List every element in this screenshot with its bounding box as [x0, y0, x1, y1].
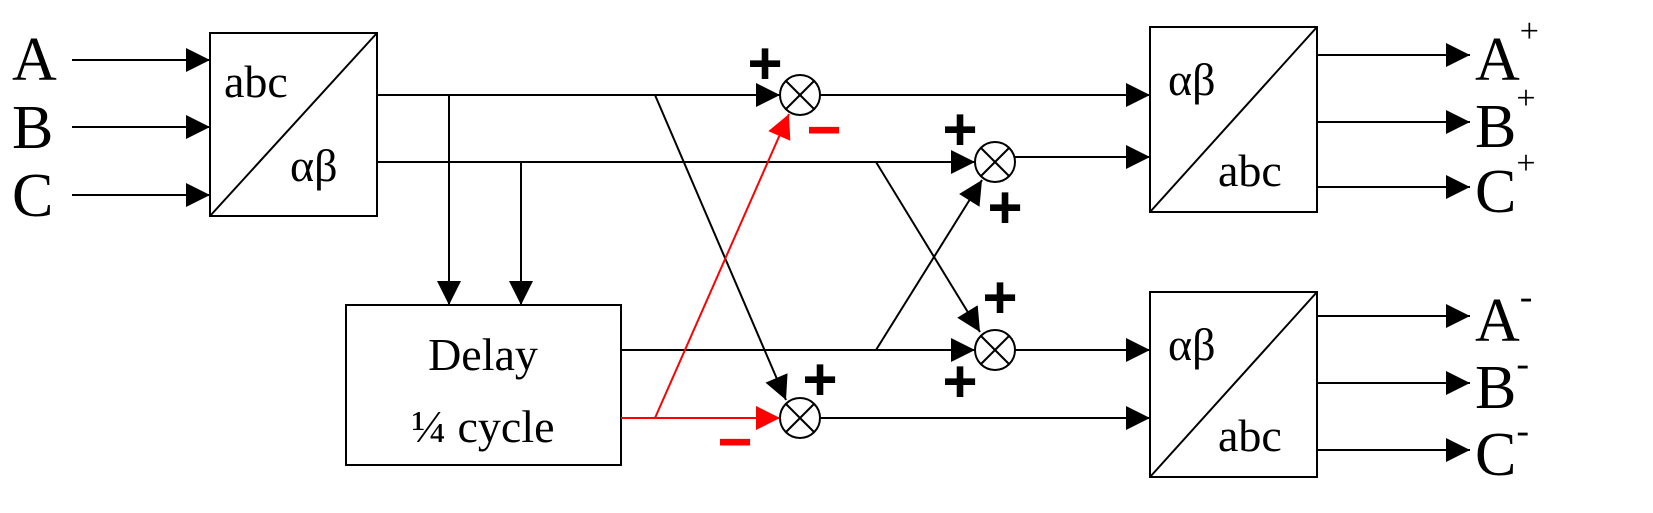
delay-period-label: ¼ cycle [411, 401, 554, 452]
sum3-plus-bottom-sign: + [942, 348, 977, 415]
output-label-b-pos-base: B [1475, 93, 1516, 161]
input-label-a: A [12, 26, 57, 94]
output-label-a-neg-sup: - [1520, 276, 1533, 318]
delay-block: Delay ¼ cycle [345, 304, 622, 466]
sum-junction-1 [779, 74, 821, 116]
transform-in-bottom-label: αβ [290, 140, 338, 191]
input-label-c: C [12, 162, 53, 230]
output-label-b-neg-base: B [1475, 354, 1516, 422]
input-label-b: B [12, 94, 53, 162]
output-label-c-neg-sup: - [1516, 410, 1529, 452]
output-label-b-pos-sup: + [1516, 80, 1535, 117]
transform-pos-bottom-label: abc [1218, 145, 1282, 196]
sum4-minus-sign: − [717, 408, 752, 475]
sum1-plus-sign: + [747, 30, 782, 97]
output-label-a-pos: A+ [1475, 13, 1539, 94]
alphabeta-to-abc-negative-block: αβ abc [1149, 291, 1318, 478]
output-label-b-neg: B- [1475, 343, 1529, 422]
delay-label: Delay [428, 329, 538, 380]
delayed-beta-cross-to-sum1-red [654, 113, 791, 419]
beta-cross-to-sum3 [875, 161, 981, 333]
output-label-b-pos: B+ [1475, 80, 1536, 161]
output-label-a-neg: A- [1475, 276, 1532, 355]
sum-junction-3 [974, 329, 1016, 371]
transform-pos-top-label: αβ [1168, 54, 1216, 105]
sum-junction-2 [974, 141, 1016, 183]
sum-junction-4 [779, 397, 821, 439]
transform-neg-bottom-label: abc [1218, 410, 1282, 461]
sum3-plus-top-sign: + [982, 264, 1017, 331]
delayed-alpha-cross-to-sum2 [875, 179, 983, 351]
sum1-minus-sign: − [806, 96, 841, 163]
abc-to-alphabeta-block: abc αβ [209, 32, 378, 217]
output-label-c-pos: C+ [1475, 145, 1536, 226]
sum4-plus-sign: + [802, 346, 837, 413]
output-label-c-neg-base: C [1475, 421, 1516, 489]
output-label-a-pos-sup: + [1520, 13, 1539, 50]
output-label-a-neg-base: A [1475, 287, 1520, 355]
transform-neg-top-label: αβ [1168, 319, 1216, 370]
output-label-a-pos-base: A [1475, 26, 1520, 94]
output-label-c-neg: C- [1475, 410, 1529, 489]
output-label-c-pos-sup: + [1516, 145, 1535, 182]
output-label-b-neg-sup: - [1516, 343, 1529, 385]
output-label-c-pos-base: C [1475, 158, 1516, 226]
alpha-cross-to-sum4 [654, 94, 788, 401]
transform-in-top-label: abc [224, 56, 288, 107]
sum2-plus-bottom-sign: + [987, 174, 1022, 241]
alphabeta-to-abc-positive-block: αβ abc [1149, 26, 1318, 213]
sum2-plus-top-sign: + [942, 96, 977, 163]
